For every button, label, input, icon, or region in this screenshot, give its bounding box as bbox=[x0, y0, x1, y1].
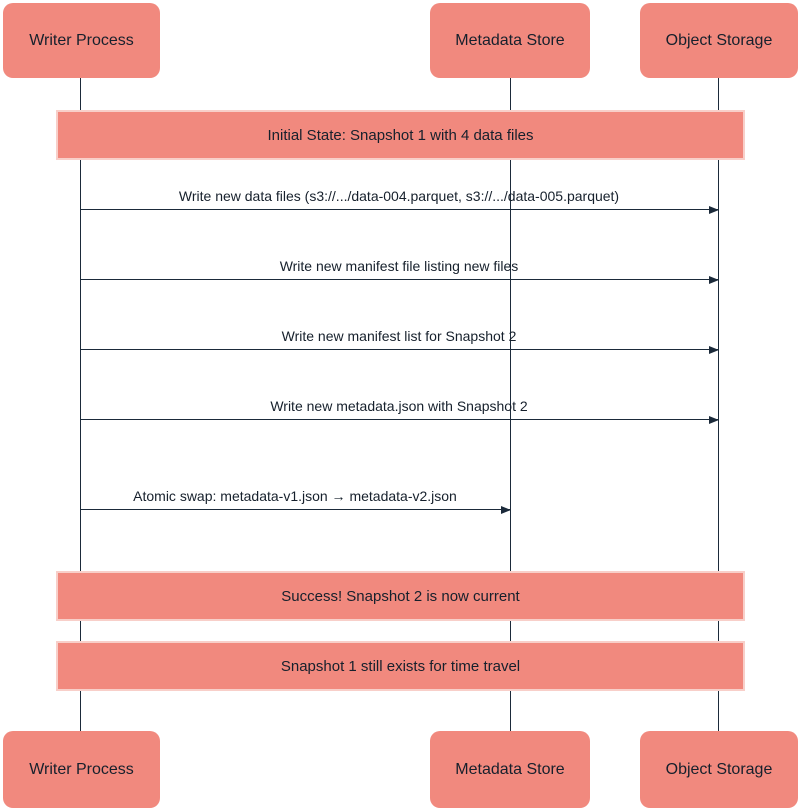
actor-object-storage-bottom: Object Storage bbox=[640, 731, 798, 808]
actor-label: Metadata Store bbox=[455, 31, 565, 49]
actor-writer-process-top: Writer Process bbox=[3, 3, 160, 78]
arrowhead-icon bbox=[709, 416, 719, 424]
arrowhead-icon bbox=[709, 206, 719, 214]
actor-label: Writer Process bbox=[29, 760, 134, 778]
actor-object-storage-top: Object Storage bbox=[640, 3, 798, 78]
actor-metadata-store-bottom: Metadata Store bbox=[430, 731, 590, 808]
message-line bbox=[80, 209, 718, 210]
message-line bbox=[80, 419, 718, 420]
message-label: Write new manifest file listing new file… bbox=[279, 258, 519, 274]
message-line bbox=[80, 509, 510, 510]
message-write-metadata-json: Write new metadata.json with Snapshot 2 bbox=[80, 394, 719, 424]
note-success-snapshot2: Success! Snapshot 2 is now current bbox=[56, 571, 745, 621]
actor-label: Object Storage bbox=[665, 760, 773, 778]
note-snapshot1-time-travel: Snapshot 1 still exists for time travel bbox=[56, 641, 745, 691]
message-label: Write new metadata.json with Snapshot 2 bbox=[270, 398, 528, 414]
actor-label: Object Storage bbox=[665, 31, 773, 49]
note-text: Initial State: Snapshot 1 with 4 data fi… bbox=[267, 126, 534, 144]
arrowhead-icon bbox=[501, 506, 511, 514]
message-label: Write new manifest list for Snapshot 2 bbox=[281, 328, 517, 344]
arrowhead-icon bbox=[709, 276, 719, 284]
lifeline-writer-process bbox=[80, 78, 81, 731]
message-label: Write new data files (s3://.../data-004.… bbox=[178, 188, 620, 204]
message-write-manifest-file: Write new manifest file listing new file… bbox=[80, 254, 719, 284]
message-write-manifest-list: Write new manifest list for Snapshot 2 bbox=[80, 324, 719, 354]
message-line bbox=[80, 349, 718, 350]
note-initial-state: Initial State: Snapshot 1 with 4 data fi… bbox=[56, 110, 745, 160]
note-text: Success! Snapshot 2 is now current bbox=[281, 587, 520, 605]
message-write-data-files: Write new data files (s3://.../data-004.… bbox=[80, 184, 719, 214]
actor-writer-process-bottom: Writer Process bbox=[3, 731, 160, 808]
lifeline-object-storage bbox=[718, 78, 719, 731]
message-atomic-swap: Atomic swap: metadata-v1.json → metadata… bbox=[80, 484, 511, 514]
arrowhead-icon bbox=[709, 346, 719, 354]
message-line bbox=[80, 279, 718, 280]
actor-label: Writer Process bbox=[29, 31, 134, 49]
lifeline-metadata-store bbox=[510, 78, 511, 731]
actor-label: Metadata Store bbox=[455, 760, 565, 778]
actor-metadata-store-top: Metadata Store bbox=[430, 3, 590, 78]
message-label: Atomic swap: metadata-v1.json → metadata… bbox=[133, 488, 457, 504]
note-text: Snapshot 1 still exists for time travel bbox=[280, 657, 521, 675]
